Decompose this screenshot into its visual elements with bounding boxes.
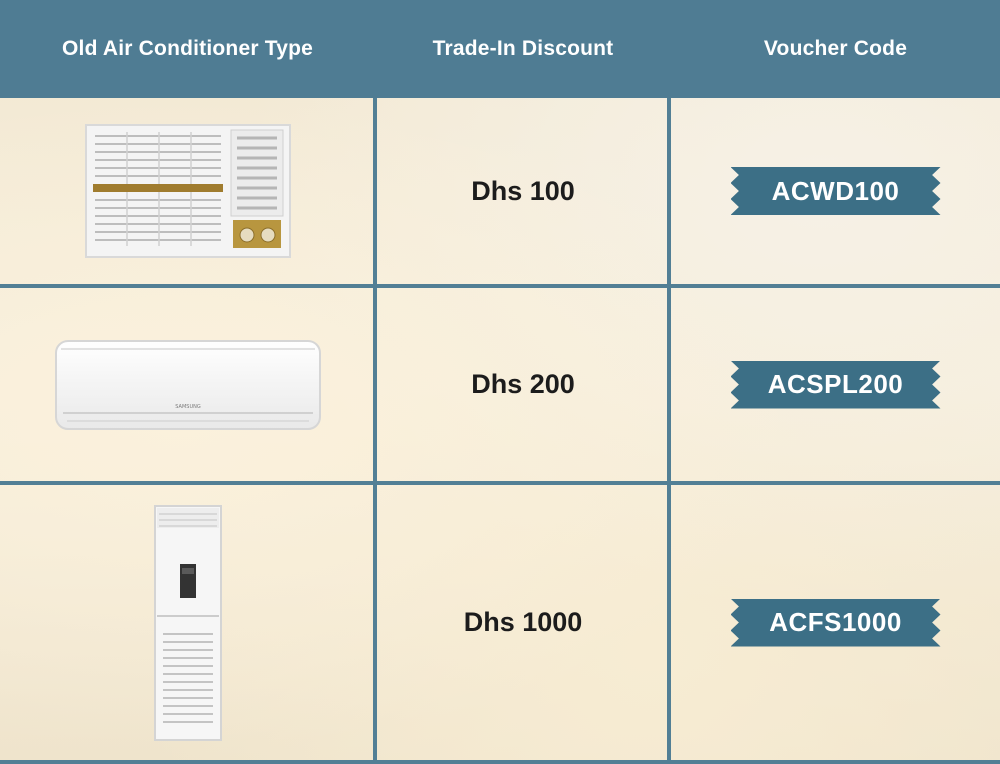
discount-cell: Dhs 1000	[375, 485, 671, 760]
discount-amount: Dhs 1000	[463, 607, 583, 637]
voucher-cell: ACFS1000	[671, 485, 1000, 760]
brand-mark: SAMSUNG	[175, 404, 201, 410]
table-header: Old Air Conditioner Type Trade-In Discou…	[0, 0, 1000, 98]
voucher-cell: ACWD100	[671, 98, 1000, 284]
row-divider	[0, 760, 1000, 764]
window-ac-image	[0, 98, 375, 284]
table-row: SAMSUNG Dhs 200 ACSPL200	[0, 288, 1000, 481]
header-ac-type: Old Air Conditioner Type	[62, 37, 313, 60]
voucher-code-badge: ACWD100	[730, 167, 941, 215]
voucher-code-badge: ACFS1000	[730, 598, 941, 647]
window-ac-icon	[84, 124, 291, 258]
column-divider	[667, 98, 671, 764]
discount-amount: Dhs 200	[471, 369, 575, 399]
split-ac-image: SAMSUNG	[0, 288, 375, 481]
table-row: Dhs 1000 ACFS1000	[0, 485, 1000, 760]
row-divider	[0, 481, 1000, 485]
header-voucher: Voucher Code	[763, 37, 908, 60]
floor-ac-image	[0, 485, 375, 760]
floor-standing-ac-icon	[153, 504, 222, 741]
table-row: Dhs 100 ACWD100	[0, 98, 1000, 284]
discount-cell: Dhs 100	[375, 98, 671, 284]
split-ac-icon: SAMSUNG	[54, 339, 321, 430]
header-discount: Trade-In Discount	[432, 37, 614, 60]
discount-cell: Dhs 200	[375, 288, 671, 481]
row-divider	[0, 284, 1000, 288]
voucher-code-badge: ACSPL200	[730, 360, 941, 409]
column-divider	[373, 98, 377, 764]
discount-amount: Dhs 100	[471, 175, 575, 206]
voucher-cell: ACSPL200	[671, 288, 1000, 481]
